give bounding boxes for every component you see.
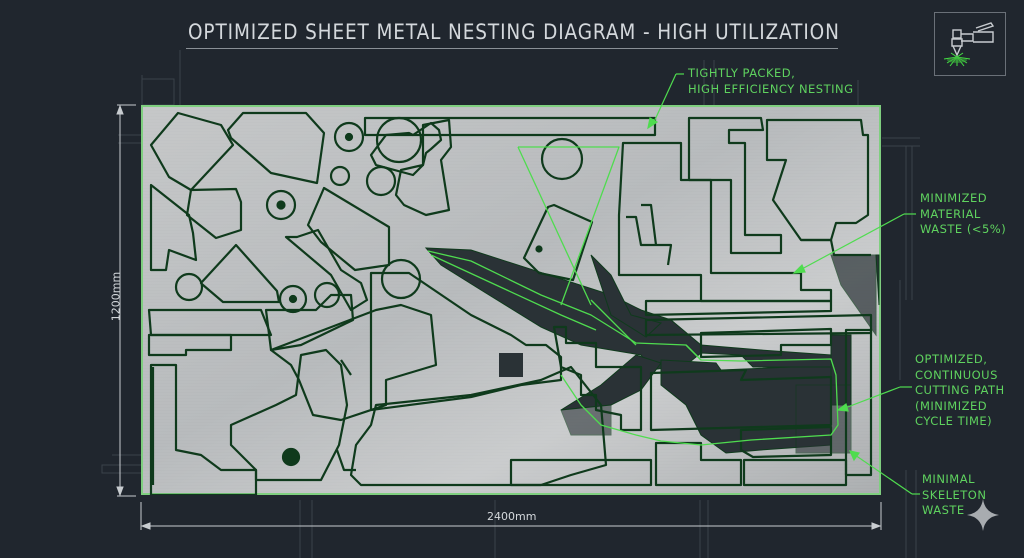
callout-minimized-waste: MINIMIZED MATERIAL WASTE (<5%) (920, 191, 1006, 238)
callout-skeleton-waste: MINIMAL SKELETON WASTE (922, 472, 986, 519)
callout-line: CUTTING PATH (915, 383, 1005, 397)
callout-line: HIGH EFFICIENCY NESTING (688, 81, 854, 96)
page-title: OPTIMIZED SHEET METAL NESTING DIAGRAM - … (188, 20, 840, 44)
callout-cutting-path: OPTIMIZED, CONTINUOUS CUTTING PATH (MINI… (915, 352, 1005, 430)
callout-line: CONTINUOUS (915, 367, 998, 382)
logo-badge (934, 12, 1006, 76)
callout-tightly-packed: TIGHTLY PACKED, HIGH EFFICIENCY NESTING (688, 66, 854, 97)
callout-line: MATERIAL (920, 206, 981, 221)
callout-line: WASTE (<5%) (920, 222, 1007, 236)
callout-line: MINIMIZED (920, 191, 988, 205)
title-underline (186, 48, 838, 49)
width-dimension-label: 2400mm (487, 510, 537, 523)
callout-line: MINIMAL (922, 472, 976, 486)
laser-cutter-torch-icon (943, 22, 995, 67)
callout-line: (MINIMIZED (915, 398, 988, 413)
callout-line: SKELETON (922, 487, 987, 502)
callout-line: OPTIMIZED, (915, 352, 988, 366)
callout-line: CYCLE TIME) (915, 414, 993, 428)
metal-sheet (141, 105, 881, 495)
callout-line: WASTE (922, 503, 965, 517)
sparkle-icon (967, 499, 999, 531)
callout-line: TIGHTLY PACKED, (688, 66, 796, 80)
